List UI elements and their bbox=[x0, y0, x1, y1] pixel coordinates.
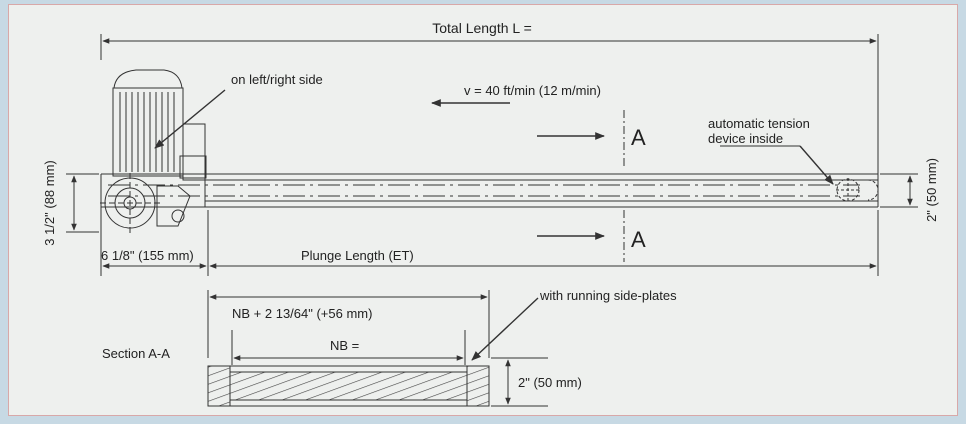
tension-label-1: automatic tension bbox=[708, 116, 810, 131]
motor bbox=[112, 69, 207, 181]
tension-leader-arrow bbox=[799, 145, 834, 185]
plunge-length-label: Plunge Length (ET) bbox=[301, 248, 414, 263]
section-height-label: 2" (50 mm) bbox=[518, 375, 582, 390]
side-plates-leader-arrow bbox=[471, 297, 539, 361]
section-marker-bottom: A bbox=[631, 227, 646, 252]
right-height-dimension: 2" (50 mm) bbox=[880, 158, 939, 222]
left-height-dimension: 3 1/2" (88 mm) bbox=[42, 160, 99, 246]
total-length-dimension: Total Length L = bbox=[100, 20, 879, 182]
section-width-dimensions: NB + 2 13/64" (+56 mm) NB = bbox=[207, 290, 490, 365]
section-title: Section A-A bbox=[102, 346, 170, 361]
left-height-label: 3 1/2" (88 mm) bbox=[42, 160, 57, 246]
total-length-label: Total Length L = bbox=[432, 20, 532, 36]
motor-side-label: on left/right side bbox=[231, 72, 323, 87]
right-height-label: 2" (50 mm) bbox=[924, 158, 939, 222]
side-plates-label: with running side-plates bbox=[539, 288, 677, 303]
speed-label: v = 40 ft/min (12 m/min) bbox=[464, 83, 601, 98]
motor-leader-arrow bbox=[154, 89, 226, 149]
section-height-dimension: 2" (50 mm) bbox=[491, 357, 582, 407]
nb-plus-label: NB + 2 13/64" (+56 mm) bbox=[232, 306, 372, 321]
section-cut-top: A bbox=[537, 110, 646, 166]
drive-length-label: 6 1/8" (155 mm) bbox=[101, 248, 194, 263]
section-cut-bottom: A bbox=[537, 210, 646, 262]
drawing-panel bbox=[8, 4, 958, 416]
nb-label: NB = bbox=[330, 338, 359, 353]
conveyor-body bbox=[100, 173, 879, 232]
section-profile bbox=[207, 365, 490, 407]
tension-label-2: device inside bbox=[708, 131, 783, 146]
tension-device bbox=[836, 178, 879, 202]
lower-length-dimensions: 6 1/8" (155 mm) Plunge Length (ET) bbox=[100, 210, 879, 276]
section-marker-top: A bbox=[631, 125, 646, 150]
drive-wheel bbox=[100, 173, 191, 233]
